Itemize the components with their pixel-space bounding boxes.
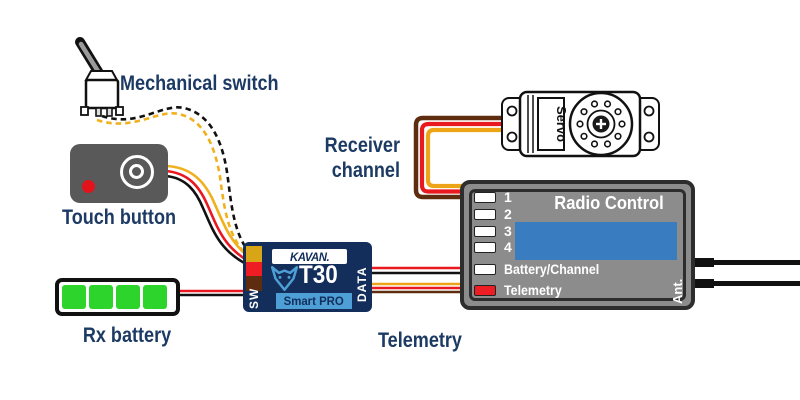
servo-wire-orange	[425, 127, 512, 189]
mechanical-switch-illustration	[75, 37, 124, 117]
kavan-logo: KAVAN.	[289, 249, 330, 264]
receiver-channel-line2: channel	[331, 159, 400, 182]
battery-cell	[89, 285, 113, 309]
channel-number-3: 3	[504, 223, 512, 239]
antenna-label: Ant.	[670, 278, 685, 304]
servo-horn-holes	[576, 100, 626, 148]
switch-wire-black-dashed	[101, 106, 251, 254]
touch-button-label: Touch button	[61, 206, 177, 229]
servo-label-plate	[537, 97, 565, 151]
receiver-channel-line1: Receiver	[324, 134, 400, 157]
touch-led-indicator	[82, 180, 95, 193]
touch-wire-black	[165, 174, 251, 268]
data-port-label: DATA	[355, 266, 369, 302]
touch-sensor-inner-ring	[129, 164, 144, 179]
antenna-wire-bottom	[712, 281, 800, 286]
servo-label: Servo	[554, 106, 569, 142]
switch-nut	[84, 70, 119, 81]
kavan-fox-logo-icon	[271, 266, 298, 291]
antenna-wire-top	[712, 260, 800, 265]
t30-model-label: T30	[299, 261, 338, 289]
battery-cell	[116, 285, 140, 309]
channel-slot-1	[474, 192, 496, 203]
switch-ear-right	[115, 106, 124, 116]
telemetry-slot	[474, 285, 496, 296]
channel-slot-4	[474, 242, 496, 253]
battery-channel-label: Battery/Channel	[504, 262, 600, 277]
sw-connector-red	[246, 262, 262, 276]
antenna-base-top	[688, 258, 714, 267]
receiver-inner-panel	[469, 189, 686, 301]
servo-wire-red	[419, 121, 512, 194]
sw-connector-brown	[246, 276, 262, 291]
telemetry-label: Telemetry	[377, 329, 462, 352]
switch-body	[84, 78, 120, 110]
switch-terminal-1	[95, 107, 102, 117]
receiver-channel-label: Receiver channel	[314, 133, 400, 183]
rx-battery-label: Rx battery	[82, 324, 172, 347]
sw-connector-yellow	[246, 246, 262, 262]
radio-control-receiver: 1 2 3 4 Radio Control Battery/Channel Te…	[460, 180, 695, 310]
channel-number-4: 4	[504, 239, 512, 255]
antenna-base-bottom	[688, 279, 714, 288]
t30-module: KAVAN. T30 SW DATA Smart PRO	[243, 242, 372, 312]
smart-pro-banner: Smart PRO	[276, 293, 352, 309]
kavan-logo-banner: KAVAN.	[272, 249, 347, 264]
switch-ear-left	[80, 106, 89, 116]
touch-wire-red	[165, 169, 251, 264]
touch-sensor-icon	[120, 155, 154, 189]
servo-wire-brown	[413, 115, 512, 200]
smart-pro-label: Smart PRO	[283, 294, 345, 308]
rx-battery-illustration	[55, 278, 180, 316]
switch-terminal-2	[106, 107, 113, 117]
channel-slot-3	[474, 226, 496, 237]
telemetry-port-label: Telemetry	[504, 283, 562, 298]
sw-port-label: SW	[247, 287, 261, 309]
battery-cell	[62, 285, 86, 309]
channel-number-2: 2	[504, 206, 512, 222]
touch-wire-yellow	[165, 164, 251, 260]
receiver-screen	[515, 222, 677, 260]
channel-number-1: 1	[504, 189, 512, 205]
receiver-title: Radio Control	[554, 193, 664, 213]
mechanical-switch-label: Mechanical switch	[120, 72, 279, 95]
battery-channel-slot	[474, 264, 496, 275]
battery-cell	[143, 285, 167, 309]
servo-illustration: Servo	[501, 90, 660, 158]
touch-button-illustration	[70, 144, 168, 203]
channel-slot-2	[474, 209, 496, 220]
